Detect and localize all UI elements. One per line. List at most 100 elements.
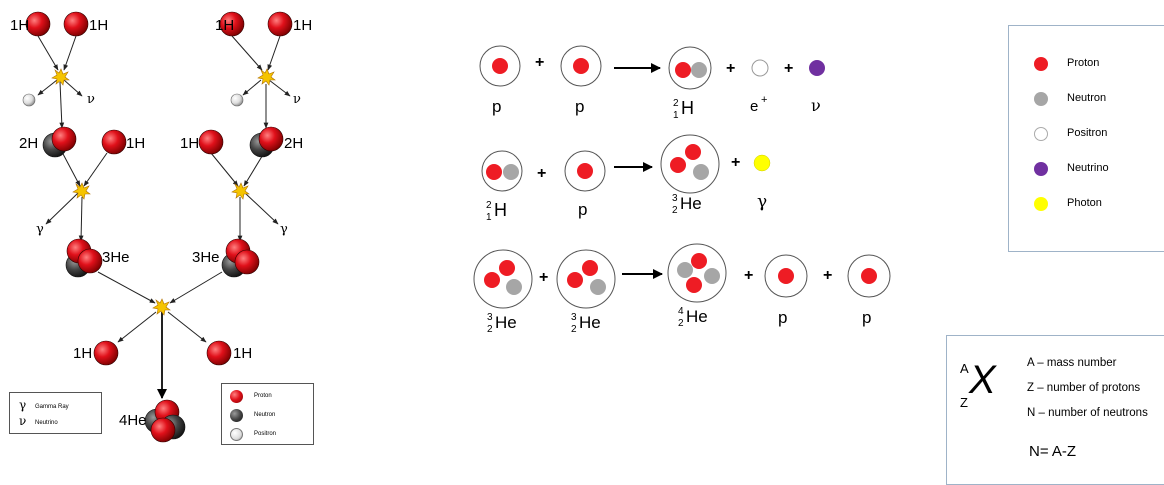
proton-dot — [691, 253, 707, 269]
proton-ball — [51, 126, 77, 152]
proton-ball — [234, 249, 260, 275]
label-gamma: γ — [280, 222, 288, 237]
label-h2-symbol: H — [494, 200, 507, 220]
label-he4-charge: 2 — [678, 318, 684, 329]
positron-ball — [22, 93, 36, 107]
neutrino-icon — [1034, 162, 1048, 176]
proton-dot — [573, 58, 589, 74]
label-1h: 1H — [10, 17, 29, 34]
legend-row-neutrino: Neutrino — [1009, 159, 1164, 179]
label-p: p — [778, 308, 787, 327]
proton-ball — [63, 11, 89, 37]
reaction-arrows — [614, 63, 663, 279]
label-p: p — [492, 97, 501, 116]
proton-dot — [861, 268, 877, 284]
label-he3-mass: 3 — [672, 193, 678, 204]
proton-ball — [77, 248, 103, 274]
proton-proton-chain-diagram: 1H 1H 1H 1H 2H 1H 1H 2H 3He 3He 1H 1H 4H… — [10, 11, 891, 443]
proton-dot — [499, 260, 515, 276]
legend-row-photon: Photon — [1009, 194, 1164, 214]
label-1h: 1H — [233, 345, 252, 362]
particle-legend: Proton Neutron Positron Neutrino Photon — [1008, 25, 1164, 252]
nu-legend-label: Neutrino — [35, 420, 58, 426]
proton-icon — [230, 390, 243, 403]
chain-particle-legend: Proton Neutron Positron — [221, 383, 314, 445]
legend-row-proton: Proton — [1009, 54, 1164, 74]
neutron-dot — [503, 164, 519, 180]
proton-ball — [219, 11, 245, 37]
plus-sign: + — [744, 267, 753, 284]
label-he3-charge: 2 — [487, 324, 493, 335]
label-1h: 1H — [293, 17, 312, 34]
positron-ball — [230, 93, 244, 107]
nucleus-shell — [473, 249, 533, 309]
plus-sign: + — [537, 165, 546, 182]
legend-label: Proton — [1067, 57, 1100, 69]
nu-symbol: ν — [19, 414, 27, 428]
label-3he: 3He — [192, 249, 220, 266]
positron-icon — [230, 428, 243, 441]
label-nu: ν — [87, 92, 95, 107]
label-he3-mass: 3 — [487, 312, 493, 323]
plus-sign: + — [784, 60, 793, 77]
neutron-dot — [506, 279, 522, 295]
plus-sign: + — [726, 60, 735, 77]
label-positron-sup: + — [761, 94, 767, 106]
chain-arrows — [37, 35, 291, 343]
nucleus-shell — [660, 134, 720, 194]
legend-row-neutron: Neutron — [222, 407, 315, 425]
label-h2-symbol: H — [681, 98, 694, 118]
nucleus-shell — [667, 243, 727, 303]
gamma-legend-label: Gamma Ray — [35, 404, 69, 410]
neutrino-dot — [809, 60, 825, 76]
legend-label: Photon — [1067, 197, 1102, 209]
label-1h: 1H — [180, 135, 199, 152]
label-positron: e — [750, 98, 758, 115]
label-neutrino: ν — [811, 96, 821, 115]
label-h2-mass: 2 — [486, 200, 492, 211]
legend-label: Positron — [254, 431, 277, 437]
plus-sign: + — [823, 267, 832, 284]
neutron-dot — [691, 62, 707, 78]
proton-dot — [492, 58, 508, 74]
star-icon — [152, 298, 171, 316]
legend-row-positron: Positron — [1009, 124, 1164, 144]
star-icon — [231, 182, 250, 200]
gamma-symbol: γ — [19, 398, 27, 412]
proton-ball — [150, 417, 176, 443]
chain-gamma-legend: γ Gamma Ray ν Neutrino — [9, 392, 102, 434]
positron-dot — [751, 59, 769, 77]
label-he3-mass: 3 — [571, 312, 577, 323]
notation-equation: N= A-Z — [1029, 443, 1077, 460]
legend-label: Proton — [254, 393, 272, 399]
notation-element-symbol: X — [969, 358, 996, 402]
proton-dot — [778, 268, 794, 284]
label-he-symbol: He — [680, 194, 702, 213]
label-h2-charge: 1 — [673, 110, 679, 121]
nuclei — [22, 11, 293, 443]
legend-label: Neutron — [1067, 92, 1107, 104]
label-gamma: γ — [36, 222, 44, 237]
proton-ball — [93, 340, 119, 366]
proton-ball — [206, 340, 232, 366]
notation-a-description: A – mass number — [1027, 357, 1117, 369]
neutron-dot — [677, 262, 693, 278]
proton-ball — [101, 129, 127, 155]
plus-sign: + — [539, 269, 548, 286]
legend-label: Neutrino — [1067, 162, 1109, 174]
neutron-icon — [1034, 92, 1048, 106]
collision-stars — [51, 68, 276, 316]
proton-dot — [685, 144, 701, 160]
label-4he: 4He — [119, 412, 147, 429]
label-1h: 1H — [89, 17, 108, 34]
label-1h: 1H — [73, 345, 92, 362]
plus-sign: + — [731, 154, 740, 171]
notation-mass-symbol: A — [960, 361, 969, 376]
neutron-dot — [590, 279, 606, 295]
neutron-dot — [704, 268, 720, 284]
label-2h: 2H — [19, 135, 38, 152]
label-he3-charge: 2 — [571, 324, 577, 335]
label-1h: 1H — [215, 17, 234, 34]
proton-ball — [25, 11, 51, 37]
label-2h: 2H — [284, 135, 303, 152]
